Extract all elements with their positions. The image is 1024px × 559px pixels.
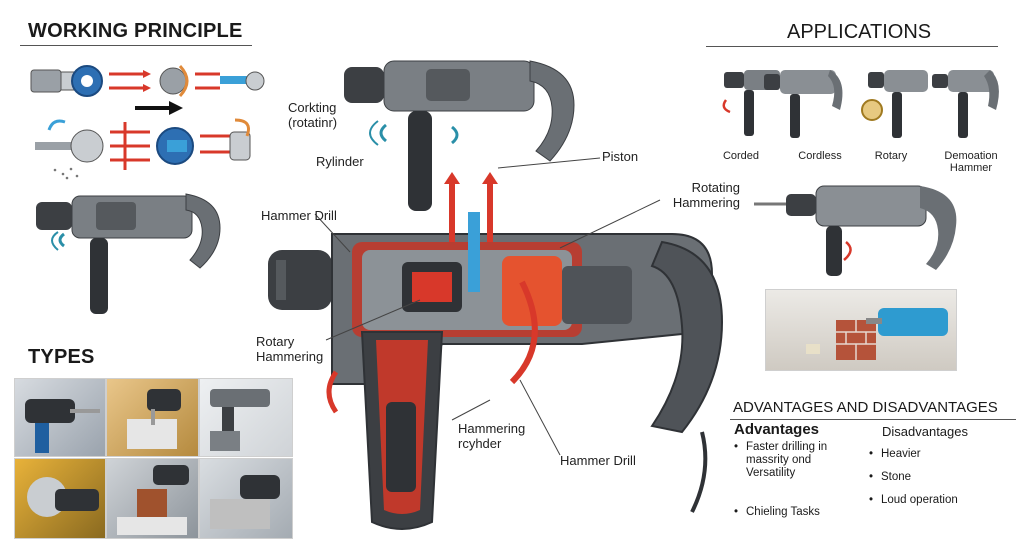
top-hammer-drill-illustration <box>344 60 575 211</box>
app-label-cordless: Cordless <box>798 150 842 162</box>
advantages-list: Faster drilling in massrity ond Versatil… <box>734 441 854 529</box>
label-corkting: Corkting (rotatinr) <box>288 100 338 130</box>
types-photo-3 <box>199 378 293 457</box>
types-title: TYPES <box>28 346 95 368</box>
disadvantage-item: Heavier <box>869 448 989 461</box>
app-label-corded: Corded <box>722 150 760 162</box>
applications-rule <box>706 46 998 47</box>
small-hammer-drill-illustration <box>36 193 221 314</box>
label-hammer-drill-top: Hammer Drill <box>261 208 337 223</box>
working-principle-title: WORKING PRINCIPLE <box>28 20 243 42</box>
main-cutaway-drill <box>268 172 724 530</box>
app-rotary-drill <box>861 70 928 138</box>
app-large-drill <box>754 185 957 276</box>
label-hammering-cylinder: Hammering rcyhder <box>458 421 526 451</box>
app-demolition-hammer <box>932 70 999 138</box>
app-brick-photo <box>765 289 957 371</box>
label-hammer-drill-bottom: Hammer Drill <box>560 453 636 468</box>
label-rotating-hammering: Rotating Hammering <box>672 180 740 210</box>
disadvantages-list: Heavier Stone Loud operation <box>869 448 989 517</box>
principle-row-1 <box>30 64 265 98</box>
types-photo-1 <box>14 378 106 457</box>
label-piston: Piston <box>602 149 639 164</box>
principle-arrow <box>135 101 183 115</box>
applications-title: APPLICATIONS <box>787 21 932 43</box>
types-photo-5 <box>106 458 199 539</box>
app-label-demolition: Demoation Hammer <box>944 150 998 174</box>
advantage-item: Chieling Tasks <box>734 506 854 519</box>
types-photo-2 <box>106 378 199 457</box>
adv-disadv-title: ADVANTAGES AND DISADVANTAGES <box>733 399 998 416</box>
disadvantage-item: Loud operation <box>869 494 989 507</box>
advantage-item: Faster drilling in massrity ond Versatil… <box>734 441 854 480</box>
working-principle-rule <box>20 45 252 46</box>
disadvantage-item: Stone <box>869 471 989 484</box>
label-rylinder: Rylinder <box>316 154 364 169</box>
adv-disadv-rule <box>730 419 1016 420</box>
principle-row-2 <box>35 118 251 180</box>
app-cordless-drill <box>764 70 843 138</box>
advantages-title: Advantages <box>734 421 820 438</box>
types-photo-4 <box>14 458 106 539</box>
app-label-rotary: Rotary <box>874 150 908 162</box>
types-photo-6 <box>199 458 293 539</box>
disadvantages-title: Disadvantages <box>882 424 968 439</box>
label-rotary-hammering: Rotary Hammering <box>256 334 324 364</box>
